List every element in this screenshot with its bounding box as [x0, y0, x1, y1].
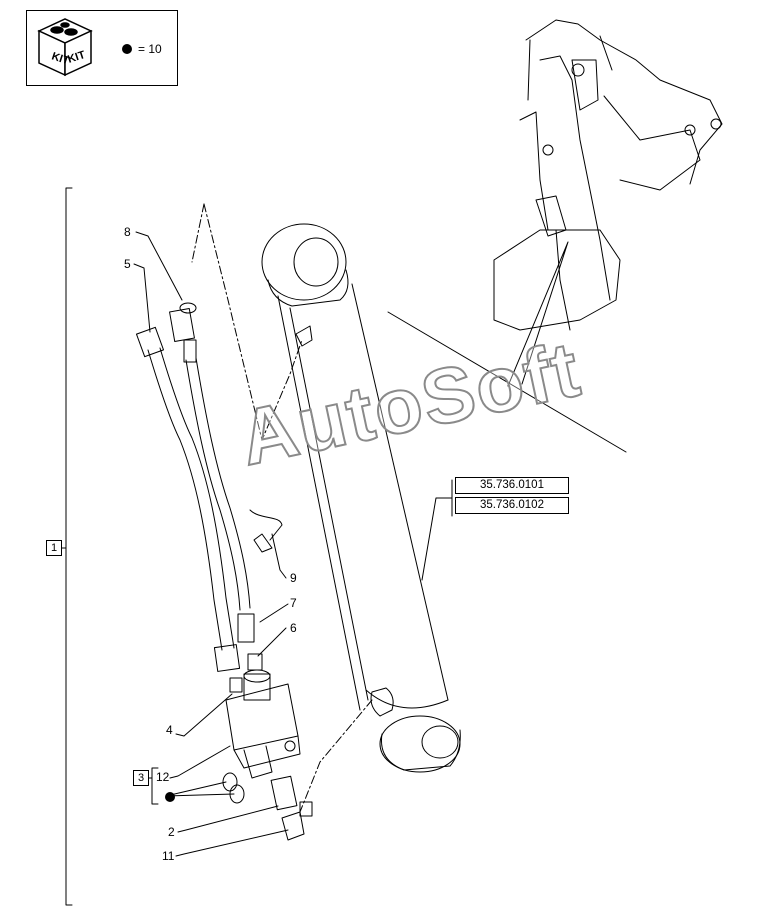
callout-5: 5 [124, 257, 131, 271]
kit-badge-left: KIT [50, 50, 71, 67]
group-box-3: 3 [133, 770, 149, 786]
ref-link-1[interactable]: 35.736.0101 [455, 477, 569, 494]
kit-legend-box: KIT KIT = 10 [26, 10, 178, 86]
callout-11: 11 [162, 849, 175, 863]
elbow-11 [281, 801, 313, 841]
guide-line-upper [203, 203, 303, 441]
callout-4: 4 [166, 723, 173, 737]
cable-tie-9 [249, 509, 283, 553]
callout-2: 2 [168, 825, 175, 839]
bullet-dot-icon [122, 44, 132, 54]
kit-marker-dot-icon [165, 792, 175, 802]
group-bracket [65, 187, 73, 906]
ref-leader [421, 497, 453, 581]
kit-quantity-label: = 10 [138, 42, 162, 56]
valve-block [225, 669, 301, 779]
callout-8: 8 [124, 225, 131, 239]
overview-pointer-line [387, 311, 627, 453]
hydraulic-cylinder [261, 223, 461, 773]
kit-icon: KIT KIT = 10 [37, 18, 162, 77]
callout-12: 12 [156, 770, 170, 784]
machine-overview [493, 19, 723, 331]
ref-link-2[interactable]: 35.736.0102 [455, 497, 569, 514]
hose-7 [183, 339, 255, 643]
callout-9: 9 [290, 571, 297, 585]
callout-7: 7 [290, 596, 297, 610]
hose-5 [135, 326, 241, 672]
guide-line-lower [299, 699, 373, 813]
group-box-1: 1 [46, 540, 62, 556]
kit-badge-right: KIT [66, 49, 87, 66]
callout-6: 6 [290, 621, 297, 635]
adapter-2 [270, 775, 298, 811]
adapter-6 [247, 653, 263, 671]
fitting-8 [169, 302, 197, 343]
